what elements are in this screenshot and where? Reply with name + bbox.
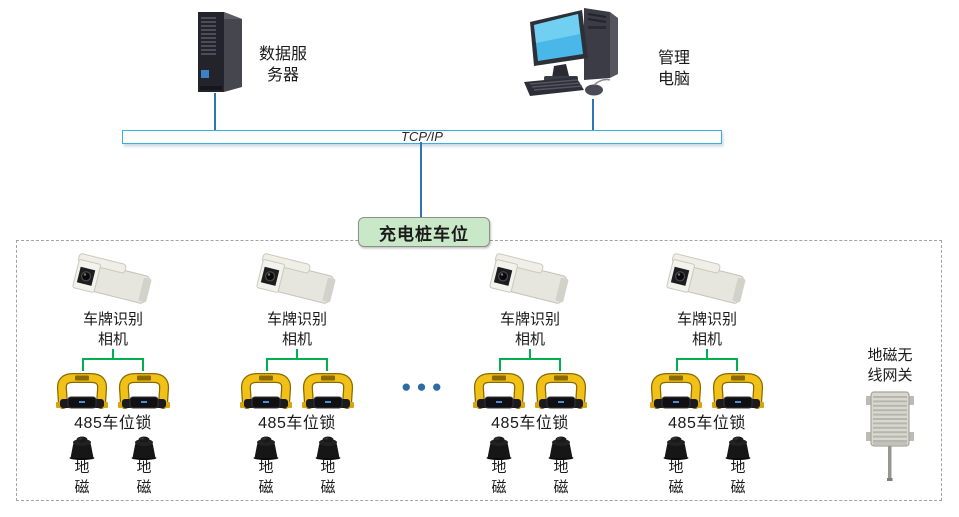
sensor-labels-row: 地 磁 地 磁 [450, 458, 610, 498]
tcpip-bus-label: TCP/IP [401, 128, 443, 144]
sensor-labels-row: 地 磁 地 磁 [627, 458, 787, 498]
branch-drop-right [559, 358, 561, 371]
camera-branch-stem [296, 349, 298, 358]
camera-branch-line [82, 358, 144, 360]
sensor-label: 地 磁 [491, 459, 507, 496]
charging-zone-badge: 充电桩车位 [358, 217, 490, 247]
desktop-computer-icon [524, 8, 618, 96]
camera-branch-stem [529, 349, 531, 358]
geomagnetic-sensors-row [33, 433, 193, 460]
parking-locks-row [627, 370, 787, 410]
wireless-gateway-icon [866, 391, 914, 481]
branch-drop-right [736, 358, 738, 371]
connector-server-to-bus [214, 93, 216, 130]
geomagnetic-sensor-icon [663, 436, 689, 460]
branch-drop-left [499, 358, 501, 371]
camera-branch-stem [706, 349, 708, 358]
gateway-node: 地磁无 线网关 [832, 240, 948, 496]
lock-label: 485车位锁 [74, 415, 152, 432]
sensor-label: 地 磁 [730, 459, 746, 496]
sensor-label: 地 磁 [74, 459, 90, 496]
geomagnetic-sensor-icon [253, 436, 279, 460]
geomagnetic-sensor-icon [69, 436, 95, 460]
geomagnetic-sensors-row [450, 433, 610, 460]
sensor-label: 地 磁 [553, 459, 569, 496]
camera-label: 车牌识别 相机 [82, 311, 143, 348]
equipment-group-4: 车牌识别 相机 [627, 250, 787, 500]
plate-camera-icon [489, 253, 569, 304]
sensor-label: 地 磁 [258, 459, 274, 496]
equipment-group-1: 车牌识别 相机 [33, 250, 193, 500]
geomagnetic-sensors-row [217, 433, 377, 460]
lock-label: 485车位锁 [668, 415, 746, 432]
parking-lock-icon [650, 373, 702, 409]
parking-locks-row [450, 370, 610, 410]
camera-branch-line [676, 358, 738, 360]
tcpip-bus: TCP/IP [122, 128, 722, 144]
camera-branch-line [499, 358, 561, 360]
server-label: 数据服 务器 [258, 46, 307, 85]
gateway-label: 地磁无 线网关 [867, 347, 913, 384]
server-tower-icon [198, 12, 242, 92]
equipment-group-2: 车牌识别 相机 [217, 250, 377, 500]
parking-locks-row [33, 370, 193, 410]
geomagnetic-sensor-icon [315, 436, 341, 460]
branch-drop-left [266, 358, 268, 371]
plate-camera-icon [666, 253, 746, 304]
parking-lock-icon [240, 373, 292, 409]
geomagnetic-sensor-icon [548, 436, 574, 460]
plate-camera-icon [72, 253, 152, 304]
sensor-labels-row: 地 磁 地 磁 [33, 458, 193, 498]
plate-camera-icon [256, 253, 336, 304]
parking-locks-row [217, 370, 377, 410]
parking-lock-icon [473, 373, 525, 409]
branch-drop-right [142, 358, 144, 371]
parking-lock-icon [118, 373, 170, 409]
branch-drop-right [326, 358, 328, 371]
geomagnetic-sensor-icon [725, 436, 751, 460]
parking-lock-icon [302, 373, 354, 409]
sensor-label: 地 磁 [668, 459, 684, 496]
sensor-label: 地 磁 [136, 459, 152, 496]
sensor-label: 地 磁 [320, 459, 336, 496]
geomagnetic-sensor-icon [131, 436, 157, 460]
geomagnetic-sensor-icon [486, 436, 512, 460]
camera-label: 车牌识别 相机 [266, 311, 327, 348]
lock-label: 485车位锁 [258, 415, 336, 432]
branch-drop-left [676, 358, 678, 371]
camera-branch-line [266, 358, 328, 360]
connector-computer-to-bus [592, 99, 594, 130]
parking-lock-icon [535, 373, 587, 409]
computer-label: 管理 电脑 [657, 50, 690, 89]
lock-label: 485车位锁 [491, 415, 569, 432]
equipment-group-3: 车牌识别 相机 [450, 250, 610, 500]
camera-branch-stem [112, 349, 114, 358]
sensor-labels-row: 地 磁 地 磁 [217, 458, 377, 498]
camera-label: 车牌识别 相机 [676, 311, 737, 348]
parking-lock-icon [712, 373, 764, 409]
ellipsis-dots: ●●● [401, 377, 447, 396]
geomagnetic-sensors-row [627, 433, 787, 460]
parking-lock-icon [56, 373, 108, 409]
camera-label: 车牌识别 相机 [499, 311, 560, 348]
connector-bus-to-zone [420, 142, 422, 218]
branch-drop-left [82, 358, 84, 371]
